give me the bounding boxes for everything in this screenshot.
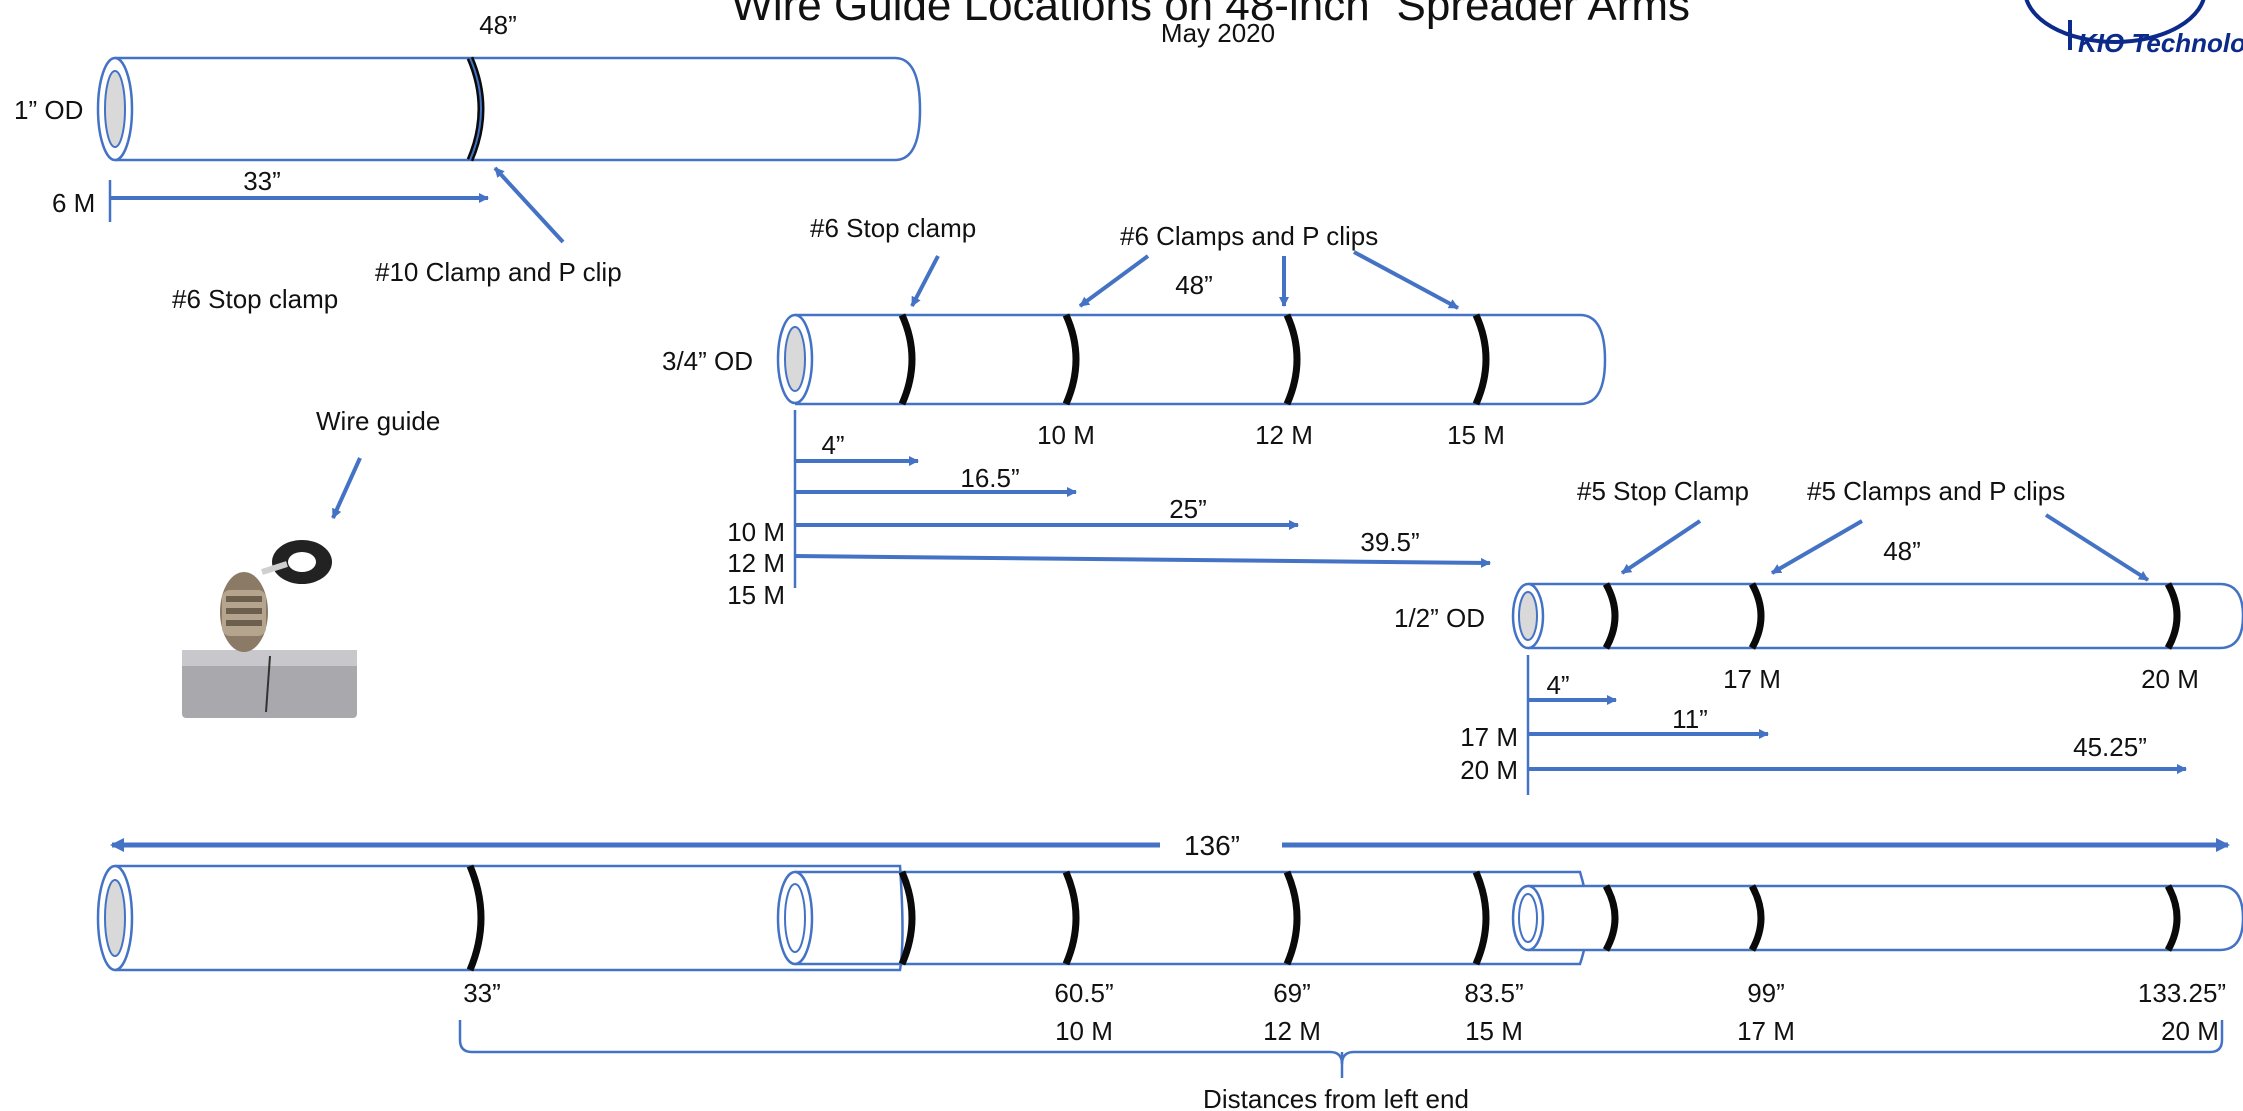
band-10m: 10 M — [1055, 1016, 1113, 1046]
band-17m: 17 M — [1737, 1016, 1795, 1046]
top-pipe: 48” 1” OD 33” 6 M #10 Clamp and P clip #… — [14, 10, 922, 314]
assembled-spreader: 136” 33” 60.5” 69” 83.5” 99” 133.25” 10 … — [96, 830, 2243, 1111]
small-dim-11: 11” — [1672, 704, 1708, 734]
wire-guide-label: Wire guide — [316, 406, 440, 436]
top-clamp-label: #10 Clamp and P clip — [375, 257, 622, 287]
band-12m: 12 M — [1263, 1016, 1321, 1046]
mid-mark-12m: 12 M — [1255, 420, 1313, 450]
mid-band-12m: 12 M — [727, 548, 785, 578]
mid-pipe: #6 Stop clamp #6 Clamps and P clips 48” … — [662, 213, 1607, 610]
top-pipe-dim: 33” — [243, 166, 281, 196]
small-band-20m: 20 M — [1460, 755, 1518, 785]
mid-stop-clamp-label: #6 Stop clamp — [810, 213, 976, 243]
small-dim-45-25: 45.25” — [2073, 732, 2147, 762]
small-pipe-od: 1/2” OD — [1394, 603, 1485, 633]
dist-60-5: 60.5” — [1054, 978, 1113, 1008]
assembly-total: 136” — [1184, 830, 1240, 861]
page-date: May 2020 — [1161, 18, 1275, 48]
top-pipe-band: 6 M — [52, 188, 95, 218]
small-dim-4: 4” — [1546, 670, 1569, 700]
logo-text: KIO Technologies — [2078, 28, 2243, 58]
dist-99: 99” — [1747, 978, 1785, 1008]
band-20m: 20 M — [2161, 1016, 2219, 1046]
mid-pipe-length: 48” — [1175, 270, 1213, 300]
small-clamps-label: #5 Clamps and P clips — [1807, 476, 2065, 506]
top-pipe-od: 1” OD — [14, 95, 83, 125]
kio-logo: KIO Technologies — [2024, 0, 2243, 58]
distances-caption: Distances from left end — [1203, 1084, 1469, 1111]
small-stop-clamp-label: #5 Stop Clamp — [1577, 476, 1749, 506]
dist-69: 69” — [1273, 978, 1311, 1008]
dist-33: 33” — [463, 978, 501, 1008]
mid-dim-4: 4” — [821, 430, 844, 460]
mid-mark-15m: 15 M — [1447, 420, 1505, 450]
dist-83-5: 83.5” — [1464, 978, 1523, 1008]
wire-guide-arrow — [331, 457, 362, 519]
top-stop-clamp-label: #6 Stop clamp — [172, 284, 338, 314]
mid-pipe-od: 3/4” OD — [662, 346, 753, 376]
mid-mark-10m: 10 M — [1037, 420, 1095, 450]
band-15m: 15 M — [1465, 1016, 1523, 1046]
small-mark-17m: 17 M — [1723, 664, 1781, 694]
top-pipe-length: 48” — [479, 10, 517, 40]
mid-dim-16-5: 16.5” — [960, 463, 1019, 493]
dist-133-25: 133.25” — [2138, 978, 2226, 1008]
small-mark-20m: 20 M — [2141, 664, 2199, 694]
page-title: Wire Guide Locations on 48-inch “Spreade… — [731, 0, 1704, 30]
mid-dim-25: 25” — [1169, 494, 1207, 524]
mid-band-10m: 10 M — [727, 517, 785, 547]
small-band-17m: 17 M — [1460, 722, 1518, 752]
small-pipe-length: 48” — [1883, 536, 1921, 566]
mid-dim-39-5: 39.5” — [1360, 527, 1419, 557]
mid-band-15m: 15 M — [727, 580, 785, 610]
mid-clamps-label: #6 Clamps and P clips — [1120, 221, 1378, 251]
wire-guide-photo — [182, 540, 357, 718]
small-pipe: #5 Stop Clamp #5 Clamps and P clips 48” … — [1394, 476, 2243, 795]
